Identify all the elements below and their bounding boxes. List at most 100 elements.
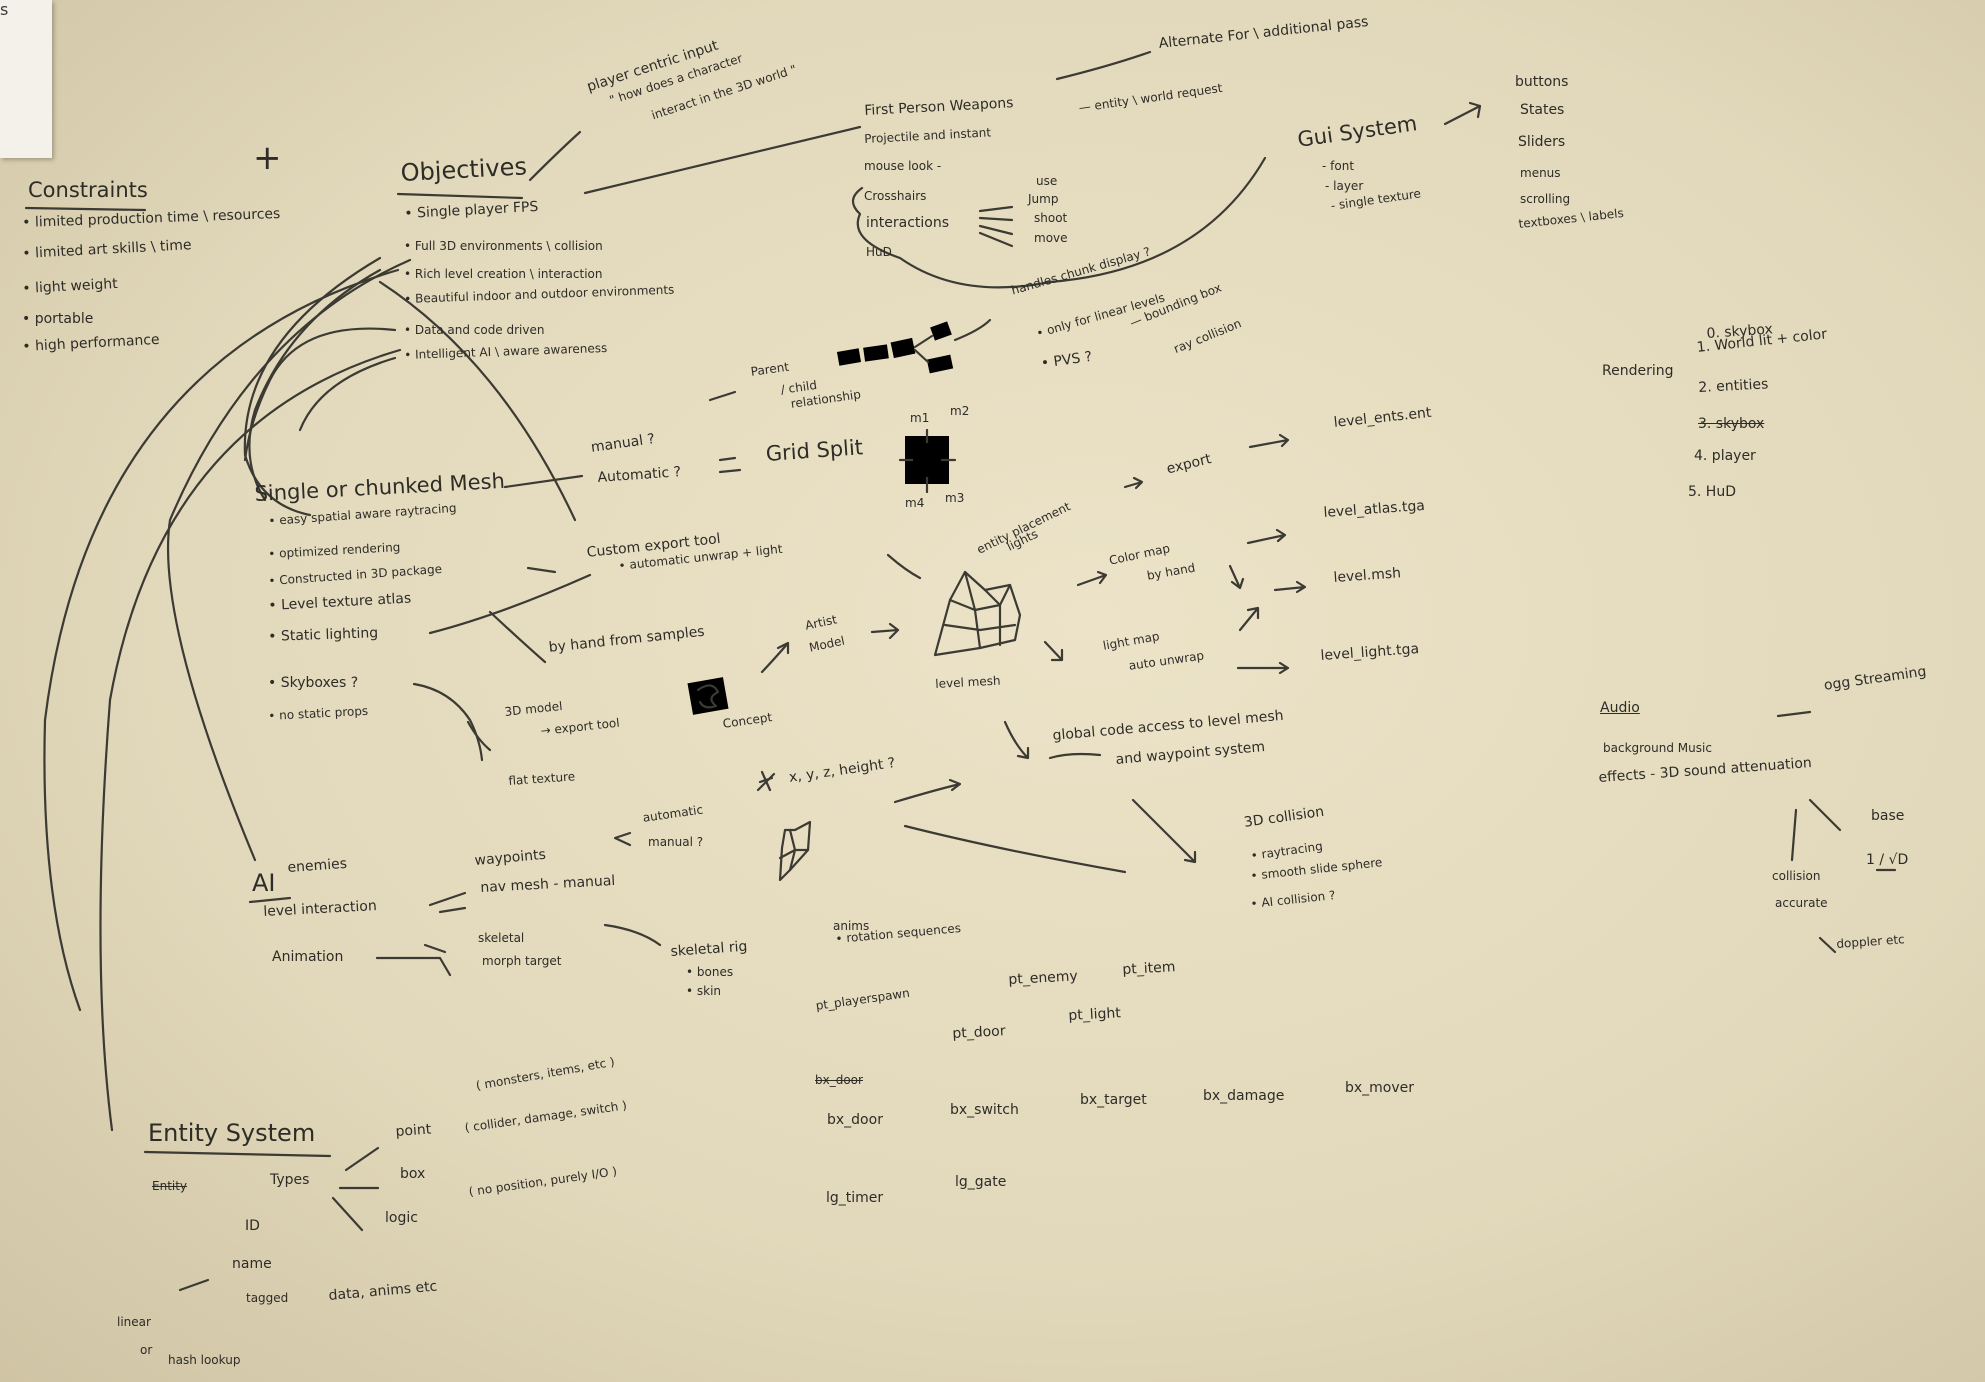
weapons-item: HuD [866, 245, 892, 259]
entity-name: bx_door [827, 1112, 883, 1128]
less-than-mark [613, 831, 632, 847]
audio-formula: 1 / √D [1866, 852, 1909, 868]
export-to-level-mesh-line [886, 553, 922, 580]
entity-name: bx_switch [950, 1102, 1019, 1118]
weapons-item: interactions [866, 215, 950, 231]
concept-to-artist-arrow [760, 641, 790, 674]
grid-split-sketch [898, 428, 957, 494]
color-to-msh-arrow [1228, 564, 1245, 590]
mesh-to-light-map-arrow [1043, 640, 1064, 662]
light-to-msh-arrow [1238, 606, 1260, 632]
action-item: Jump [1028, 192, 1059, 206]
concept-sketch [687, 677, 729, 715]
audio-accurate: accurate [1775, 896, 1828, 910]
waypoint-sketch [778, 820, 812, 882]
action-item: use [1036, 174, 1058, 188]
grid-cell-label: m1 [910, 411, 930, 425]
entity-name: bx_target [1080, 1092, 1147, 1108]
entity-struck-word: Entity [152, 1179, 188, 1193]
skyboxes-label: • Skyboxes ? [268, 675, 359, 691]
gui-widget: scrolling [1520, 192, 1571, 206]
audio-heading: Audio [1600, 700, 1640, 716]
gui-widget: Sliders [1518, 134, 1566, 150]
audio-collision: collision [1772, 869, 1821, 883]
entity-name-field: name [232, 1256, 272, 1272]
objectives-to-weapons-line [583, 125, 862, 195]
entity-name: pt_light [1068, 1005, 1122, 1024]
gui-widget: States [1520, 102, 1565, 118]
gui-item: - layer [1325, 179, 1364, 193]
level-mesh-sketch [933, 570, 1022, 657]
export-to-ents-arrow [1248, 433, 1290, 449]
ai-underline [248, 896, 292, 904]
ai-animation: Animation [272, 949, 344, 965]
ai-awareness-curve [298, 356, 397, 432]
mesh-to-global-arrow [1003, 720, 1030, 760]
atlas-to-by-hand-line [488, 610, 547, 664]
model-branch-line [466, 720, 492, 752]
objective-item: • Data and code driven [404, 323, 545, 337]
grid-cell-label: m4 [905, 496, 925, 510]
ai-anims: anims [833, 919, 870, 933]
chunk-to-handles-line [953, 318, 992, 342]
ai-to-waypoints-lines [428, 891, 467, 914]
entity-type-point: point [395, 1121, 432, 1140]
entity-id: ID [245, 1218, 260, 1234]
objectives-to-lighting-curve [248, 268, 382, 502]
mesh-to-color-map-arrow [1076, 570, 1108, 587]
grid-cell-label: m2 [950, 404, 970, 418]
objectives-to-ai-curve [167, 258, 412, 862]
effects-to-collision-line [1790, 808, 1798, 862]
interactions-branch-lines [978, 205, 1014, 248]
light-to-tga-arrow [1236, 661, 1290, 675]
constructed-to-export-line [526, 566, 557, 574]
objective-item: • Rich level creation \ interaction [404, 267, 603, 281]
audio-base: base [1871, 808, 1905, 824]
global-to-collision-arrow [1131, 798, 1197, 864]
weapons-enclosure-line [851, 156, 1267, 289]
entity-hash-lookup: hash lookup [168, 1353, 241, 1367]
music-to-ogg-line [1776, 710, 1812, 718]
ai-morph-target: morph target [482, 954, 562, 968]
waypoint-manual: manual ? [648, 835, 704, 849]
gui-widget: buttons [1515, 74, 1569, 90]
entity-linear: linear [117, 1315, 151, 1329]
waypoint-to-collision-line [903, 824, 1127, 874]
automatic-dash [718, 468, 742, 474]
entity-name: lg_timer [826, 1190, 884, 1206]
manual-dash [718, 456, 737, 462]
entity-name-struck: bx_door [815, 1073, 863, 1087]
types-to-logic-line [331, 1196, 364, 1232]
weapons-item: Crosshairs [864, 189, 927, 203]
entity-types: Types [270, 1172, 310, 1188]
entity-name: bx_damage [1203, 1088, 1285, 1104]
data-driven-curve [243, 327, 397, 462]
doppler-dash [1818, 936, 1837, 954]
entity-name: lg_gate [955, 1174, 1007, 1190]
action-item: move [1034, 231, 1068, 245]
rendering-item: 4. player [1694, 448, 1756, 464]
action-item: shoot [1034, 211, 1068, 225]
chunk-sketch [836, 321, 954, 374]
entity-name: pt_item [1122, 959, 1176, 978]
rendering-heading: Rendering [1602, 363, 1674, 379]
entity-or: or [140, 1343, 153, 1357]
objective-item: • Full 3D environments \ collision [404, 239, 603, 253]
name-line [178, 1278, 210, 1292]
objectives-to-entity-curve [99, 348, 402, 1132]
artist-to-mesh-arrow [870, 622, 900, 640]
entity-system-heading: Entity System [148, 1119, 316, 1147]
objectives-underline [396, 192, 524, 200]
animation-to-skeletal-line [423, 943, 447, 954]
mesh-to-automatic-line [503, 474, 584, 489]
atlas-to-export-curve [428, 573, 592, 635]
entity-name: pt_door [952, 1023, 1006, 1042]
objectives-outer-curve [43, 268, 400, 1012]
ai-rig-item: • bones [686, 965, 734, 979]
rendering-item: 5. HuD [1688, 484, 1736, 500]
rendering-item: 3. skybox [1698, 416, 1765, 432]
plus-sign: + [253, 138, 282, 178]
entity-to-export-arrow [1123, 476, 1144, 490]
sticky-note: s [0, 0, 52, 158]
